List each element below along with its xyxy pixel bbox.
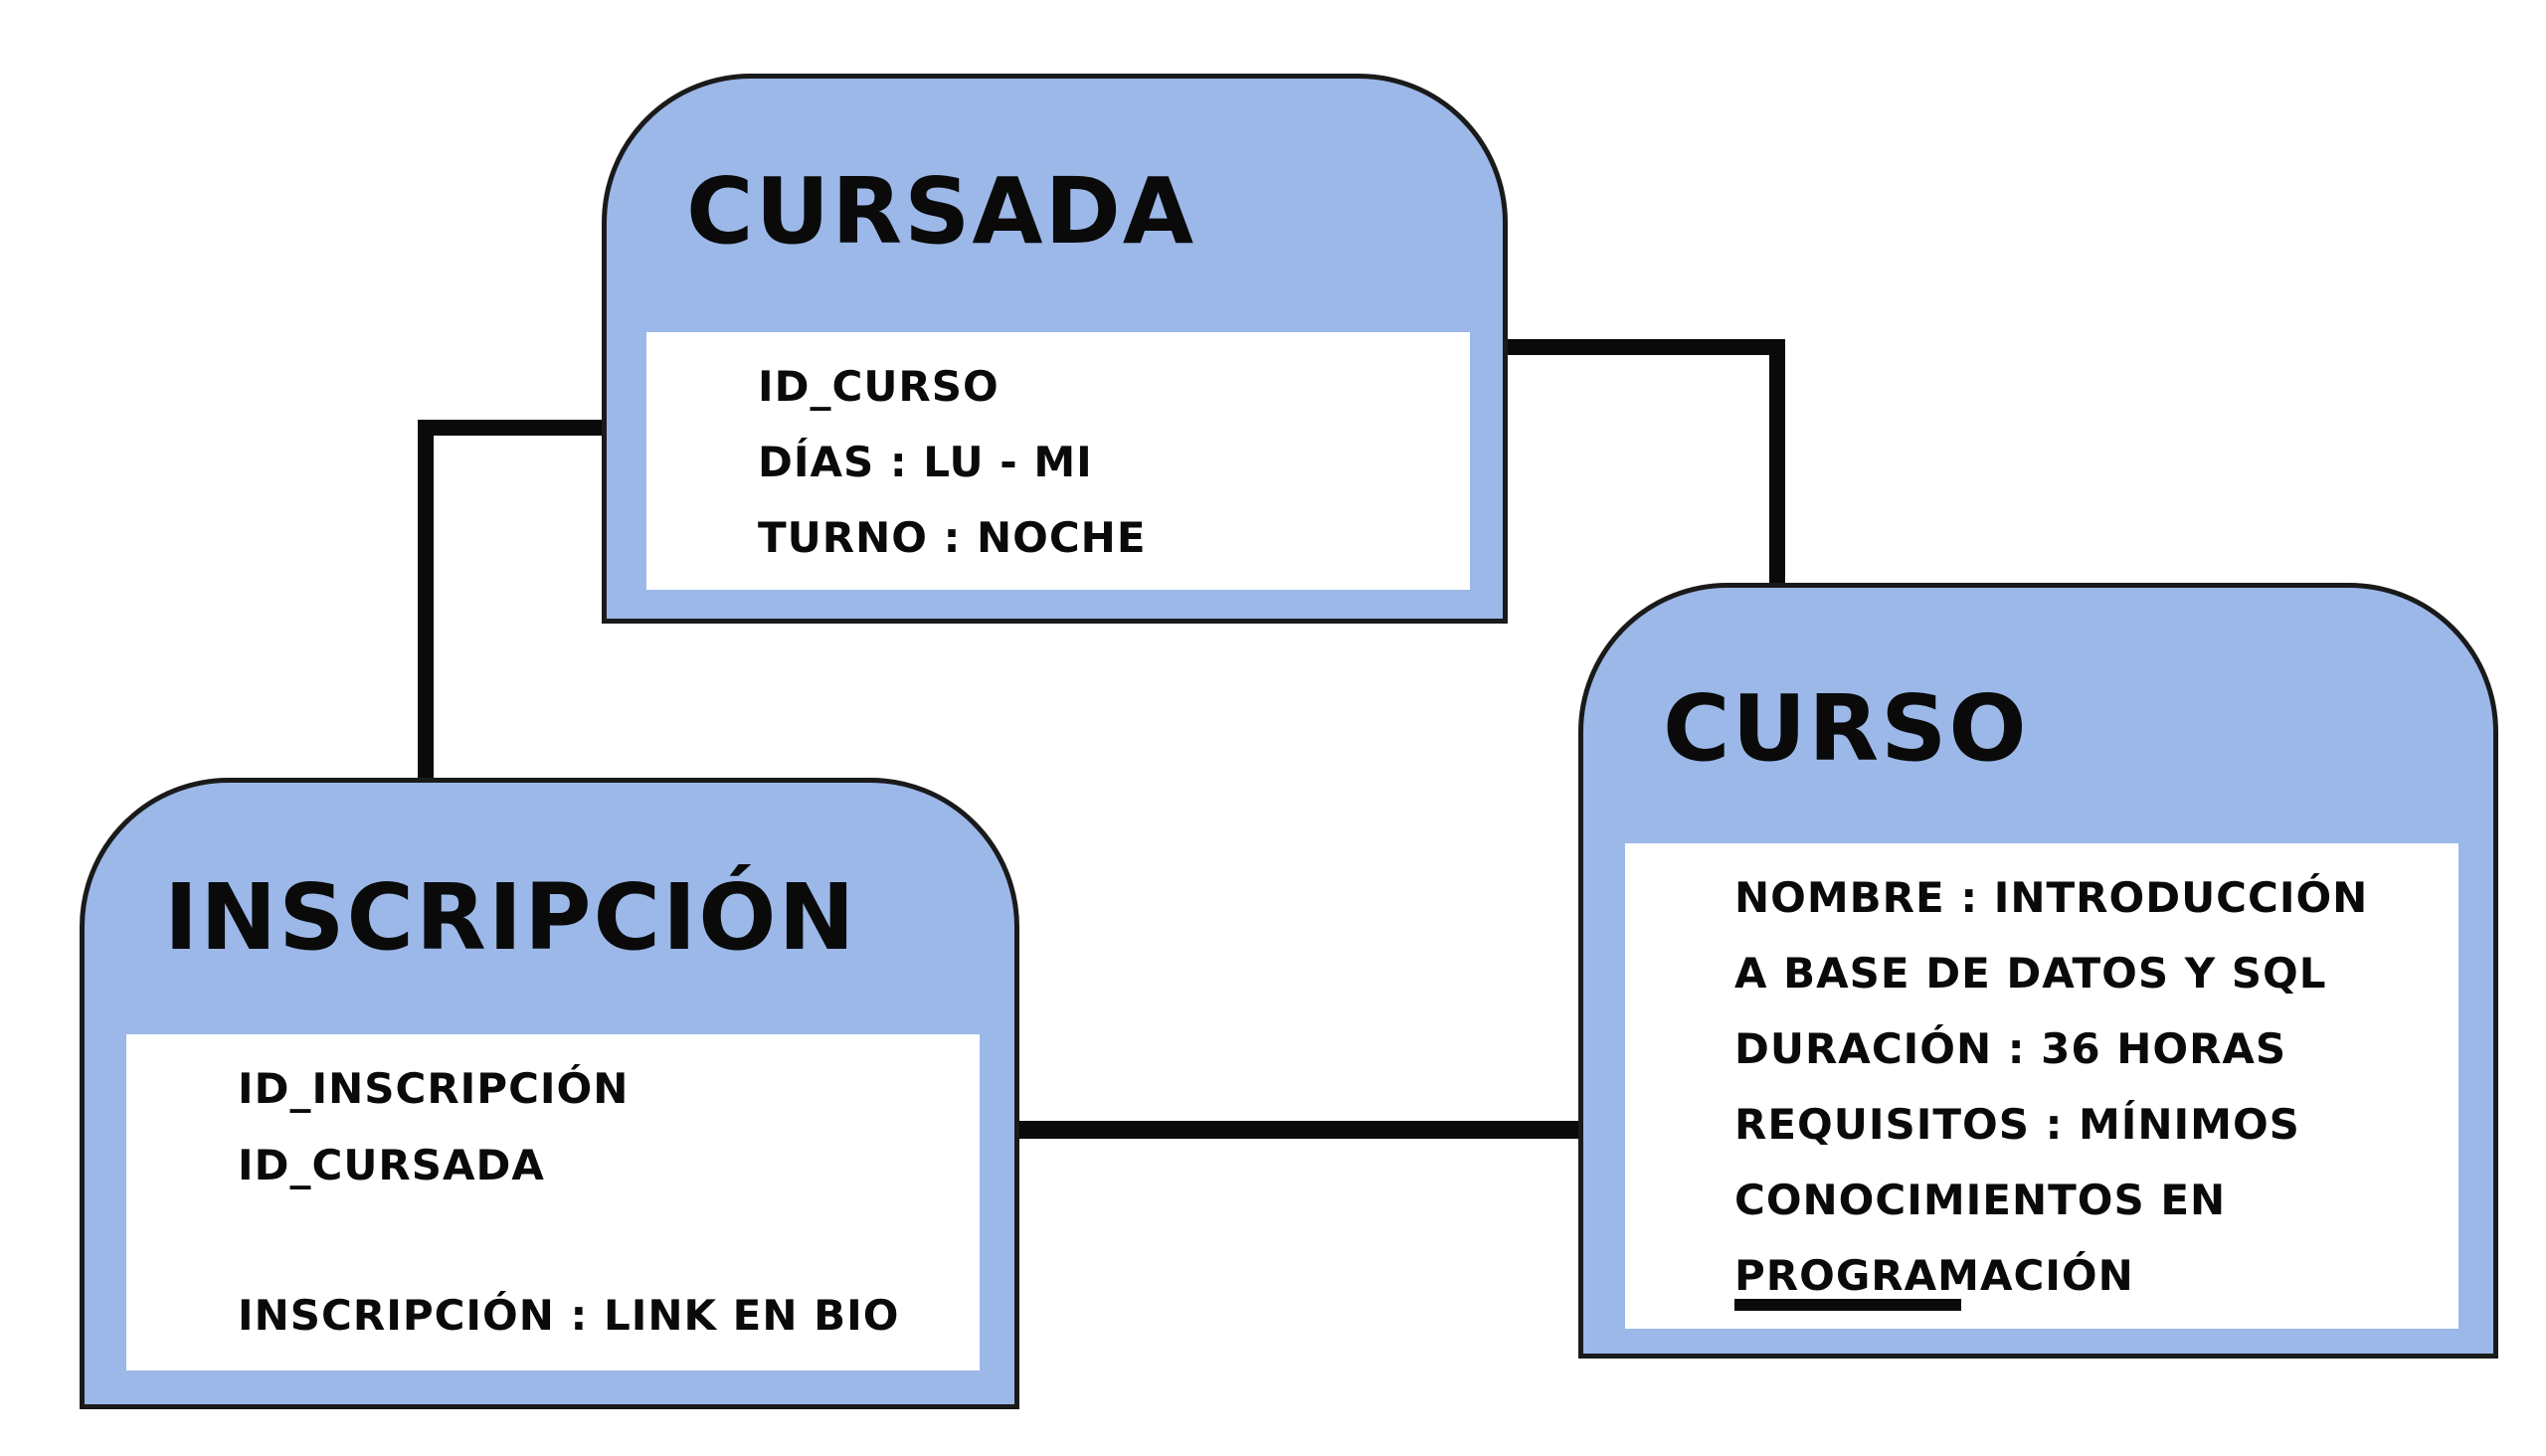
- entity-title-cursada: CURSADA: [686, 158, 1196, 265]
- field-nombre-continued: A BASE DE DATOS Y SQL: [1734, 949, 2327, 998]
- field-id-curso: ID_CURSO: [758, 362, 1000, 411]
- connector-cursada-curso: [1504, 339, 1785, 585]
- entity-body-inscripcion: ID_INSCRIPCIÓN ID_CURSADA INSCRIPCIÓN : …: [126, 1034, 980, 1370]
- entity-body-curso: NOMBRE : INTRODUCCIÓN A BASE DE DATOS Y …: [1625, 843, 2458, 1329]
- field-turno: TURNO : NOCHE: [758, 513, 1147, 562]
- entity-cursada: CURSADA ID_CURSO DÍAS : LU - MI TURNO : …: [602, 74, 1508, 624]
- field-requisitos-end: PROGRAMACIÓN: [1734, 1251, 2134, 1300]
- field-id-cursada: ID_CURSADA: [238, 1141, 545, 1189]
- entity-inscripcion: INSCRIPCIÓN ID_INSCRIPCIÓN ID_CURSADA IN…: [80, 778, 1019, 1409]
- entity-curso: CURSO NOMBRE : INTRODUCCIÓN A BASE DE DA…: [1578, 583, 2498, 1359]
- field-requisitos-continued: CONOCIMIENTOS EN: [1734, 1176, 2227, 1224]
- entity-title-inscripcion: INSCRIPCIÓN: [164, 864, 857, 971]
- field-duracion: DURACIÓN : 36 HORAS: [1734, 1024, 2287, 1073]
- underline-mark: [1734, 1299, 1961, 1311]
- connector-cursada-inscripcion: [418, 420, 605, 782]
- field-dias: DÍAS : LU - MI: [758, 438, 1093, 486]
- entity-title-curso: CURSO: [1663, 675, 2029, 782]
- field-inscripcion-link: INSCRIPCIÓN : LINK EN BIO: [238, 1291, 900, 1340]
- field-requisitos: REQUISITOS : MÍNIMOS: [1734, 1100, 2300, 1149]
- field-nombre: NOMBRE : INTRODUCCIÓN: [1734, 873, 2369, 922]
- entity-body-cursada: ID_CURSO DÍAS : LU - MI TURNO : NOCHE: [646, 332, 1470, 590]
- field-id-inscripcion: ID_INSCRIPCIÓN: [238, 1064, 630, 1113]
